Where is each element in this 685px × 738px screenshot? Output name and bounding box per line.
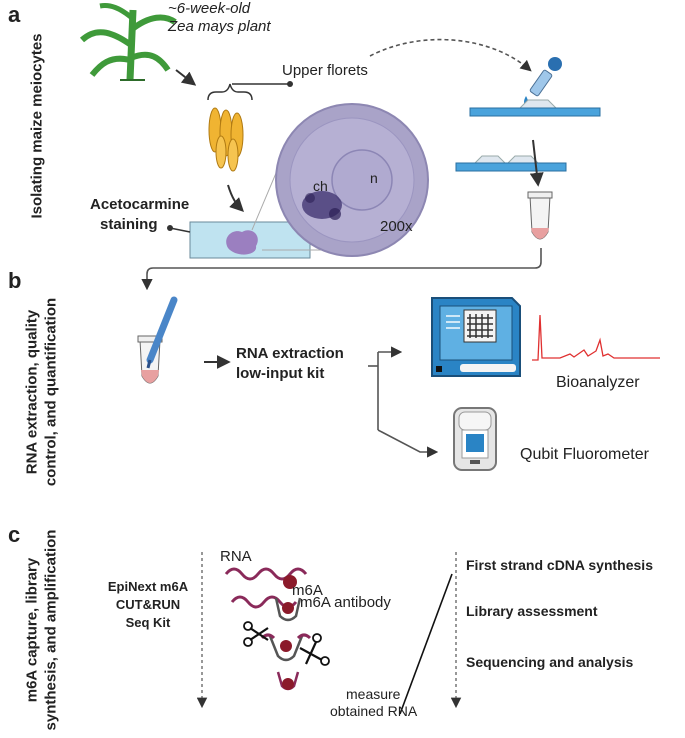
chromosome-label: ch: [313, 178, 328, 194]
maize-plant-icon: [79, 3, 177, 81]
captured-m6a-icon: [276, 671, 300, 691]
panel-c-letter: c: [8, 522, 21, 547]
step-sequencing: Sequencing and analysis: [466, 654, 634, 670]
rna-label: RNA: [220, 548, 252, 565]
rna-kit-line2: low-input kit: [236, 365, 325, 382]
stain-label-line2: staining: [100, 216, 158, 233]
measure-label-line1: measure: [346, 686, 401, 702]
panel-a-side-title: Isolating maize meiocytes: [29, 33, 48, 218]
tube-with-pipette-icon: [137, 296, 178, 384]
panel-c-side-title: m6A capture, library synthesis, and ampl…: [23, 530, 61, 731]
qubit-fluorometer-icon: [453, 407, 497, 471]
nucleus-label: n: [370, 170, 378, 186]
panel-b-side-title-line2: control, and quantification: [42, 297, 59, 487]
bioanalyzer-trace: [532, 314, 660, 361]
panel-a-side-title-text: Isolating maize meiocytes: [28, 33, 46, 219]
rna-kit-line1: RNA extraction: [236, 345, 344, 362]
bioanalyzer-chip-icon: [431, 297, 521, 377]
magnification-label: 200x: [380, 218, 413, 235]
bioanalyzer-label: Bioanalyzer: [556, 374, 640, 391]
epinext-kit-line2: CUT&RUN: [115, 597, 181, 612]
panel-c-side-title-line1: m6A capture, library: [23, 557, 41, 703]
panel-c-side-title-line2: synthesis, and amplification: [42, 529, 59, 731]
plant-species-label: Zea mays plant: [168, 18, 271, 35]
qubit-label: Qubit Fluorometer: [520, 446, 649, 463]
florets-label: Upper florets: [282, 62, 368, 79]
glass-slide-top: [469, 99, 601, 117]
measure-label-line2: obtained RNA: [330, 703, 418, 719]
m6a-label: m6A: [292, 582, 323, 599]
panel-b-side-title-line1: RNA extraction, quality: [23, 309, 41, 475]
panel-b-letter: b: [8, 268, 22, 293]
panel-a-letter: a: [8, 2, 21, 27]
tube-icon-a: [527, 191, 553, 240]
florets-icon: [208, 107, 244, 172]
m6a-antibody-label: m6A antibody: [300, 594, 391, 611]
rna-antibody-icon: [230, 595, 302, 622]
panel-b-side-title: RNA extraction, quality control, and qua…: [23, 298, 61, 486]
epinext-kit-line3: Seq Kit: [125, 615, 171, 630]
epinext-kit-line1: EpiNext m6A: [107, 579, 189, 594]
glass-slide-bottom: [455, 155, 567, 172]
scissors-cut-icon: [243, 621, 330, 666]
micrograph-image: [275, 103, 429, 257]
stain-label-line1: Acetocarmine: [90, 196, 190, 213]
step-first-strand: First strand cDNA synthesis: [466, 557, 653, 573]
plant-age-label: ~6-week-old: [168, 0, 251, 17]
florets-bracket: [207, 83, 253, 101]
rna-strand-icon: [224, 567, 308, 589]
dropper-icon: [524, 57, 562, 106]
step-library-assessment: Library assessment: [466, 603, 598, 619]
measure-connector: [399, 573, 453, 715]
